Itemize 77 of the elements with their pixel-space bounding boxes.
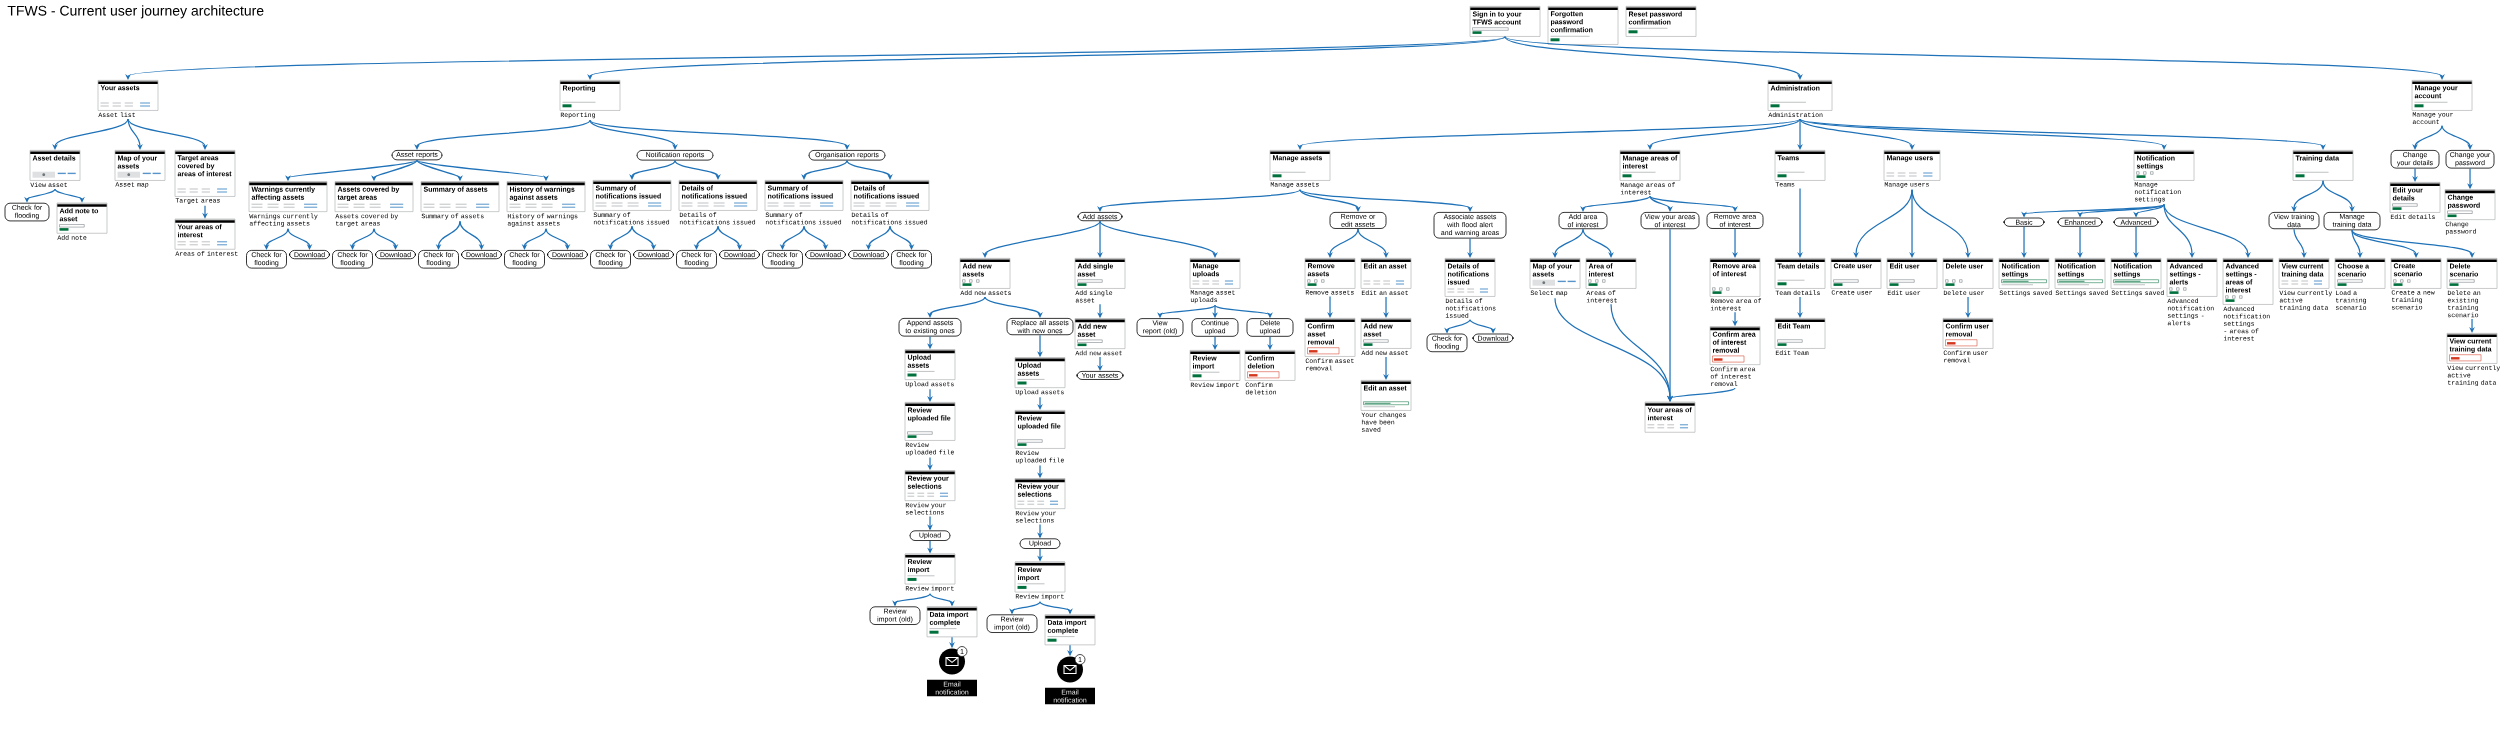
arrow [1911, 189, 1971, 258]
arrow [846, 159, 893, 180]
arrow [1299, 189, 1473, 212]
arrow [889, 225, 915, 250]
arrow [1799, 118, 2167, 150]
arrow [373, 228, 399, 250]
arrow [287, 228, 313, 250]
arrow [459, 220, 485, 250]
arrow [1799, 118, 2326, 150]
arrow [1383, 356, 1389, 380]
arrow [1299, 189, 1361, 212]
arrow [1649, 195, 1738, 212]
arrow [1037, 396, 1043, 410]
arrow [1504, 36, 1803, 80]
arrow [1732, 228, 1738, 258]
arrow [982, 220, 1101, 258]
arrow [984, 296, 1043, 318]
arrow [202, 205, 208, 219]
arrow [587, 36, 1506, 80]
arrow [24, 188, 56, 203]
arrow [1797, 187, 1803, 258]
arrow [1327, 295, 1333, 318]
arrow [2293, 228, 2307, 258]
arrow [717, 225, 743, 250]
arrow [801, 159, 848, 180]
arrow [2351, 229, 2419, 258]
arrow [1357, 228, 1389, 258]
arrow [127, 118, 208, 150]
arrow [629, 159, 676, 180]
arrow [1797, 118, 1803, 150]
arrow [2412, 125, 2443, 150]
arrow [1212, 336, 1218, 350]
arrow [674, 159, 721, 180]
arrow [2163, 203, 2195, 258]
arrow [1909, 189, 1915, 258]
arrow [1582, 228, 1614, 258]
arrow [1097, 220, 1103, 258]
arrow [2133, 226, 2139, 258]
arrow [1965, 296, 1971, 318]
arrow [1297, 118, 1801, 150]
arrow [2291, 180, 2324, 212]
arrow [1327, 228, 1359, 258]
arrow [1647, 118, 1801, 150]
arrow [1467, 237, 1473, 258]
arrow [631, 225, 657, 250]
arrow [127, 118, 143, 150]
arrow [2351, 229, 2475, 258]
arrow [803, 225, 829, 250]
arrow [1383, 296, 1389, 318]
arrow [2322, 180, 2355, 212]
arrow [1099, 220, 1218, 258]
arrow [2441, 125, 2473, 150]
arrow [927, 296, 986, 318]
arrow [1799, 118, 1915, 150]
arrow [2163, 203, 2251, 258]
arrow [1267, 336, 1273, 350]
arrow [1097, 356, 1103, 371]
arrow [1552, 228, 1584, 258]
arrow [589, 119, 678, 150]
arrow [2469, 318, 2475, 333]
arrow [54, 188, 85, 203]
arrow [414, 119, 591, 150]
arrow [1649, 195, 1673, 212]
arrow [1097, 189, 1301, 212]
arrow [1580, 195, 1651, 212]
arrow [1504, 36, 2445, 80]
arrow [2021, 226, 2027, 258]
arrow [1797, 296, 1803, 318]
arrow [2412, 167, 2418, 182]
diagram-title: TFWS - Current user journey architecture [7, 5, 264, 19]
arrow [1667, 387, 1736, 402]
arrow [2077, 226, 2083, 258]
arrow [545, 228, 571, 250]
arrow [927, 388, 933, 402]
arrow [589, 119, 850, 150]
arrow [2351, 229, 2363, 258]
arrow [52, 118, 129, 150]
